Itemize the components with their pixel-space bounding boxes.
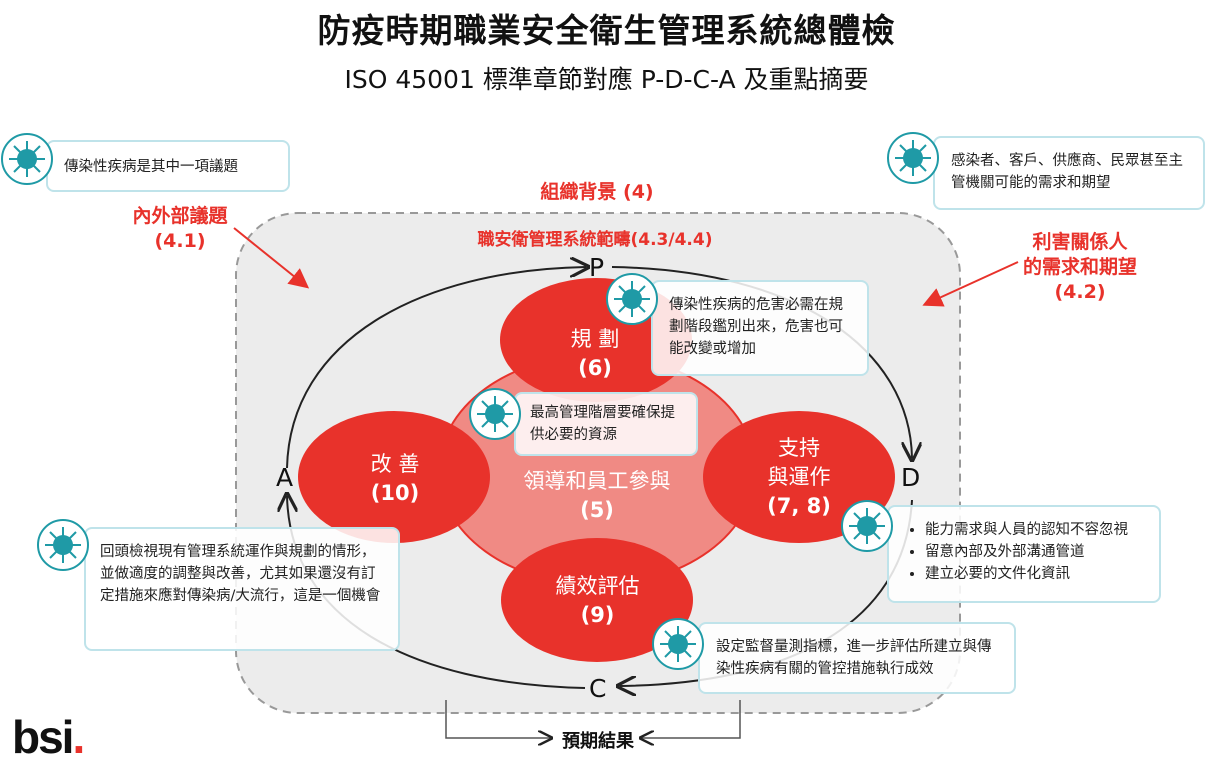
virus-icon [1,133,53,185]
note-planning-text: 傳染性疾病的危害必需在規劃階段鑑別出來，危害也可能改變或增加 [669,297,843,357]
leadership-num: (5) [580,498,614,522]
note-planning: 傳染性疾病的危害必需在規劃階段鑑別出來，危害也可能改變或增加 [651,280,869,376]
leadership-name: 領導和員工參與 [523,469,671,493]
stakeholder-label-line3: (4.2) [1054,281,1106,303]
pdca-p: P [589,253,605,282]
note-support: 能力需求與人員的認知不容忽視 留意內部及外部溝通管道 建立必要的文件化資訊 [887,505,1161,603]
planning-text: 規 劃 (6) [520,325,670,383]
virus-icon [469,388,521,440]
planning-name: 規 劃 [570,327,620,351]
support-num: (7, 8) [767,494,831,518]
logo-dot: . [72,711,85,763]
note-stakeholders-text: 感染者、客戶、供應商、民眾甚至主管機關可能的需求和期望 [951,153,1183,191]
evaluation-num: (9) [580,603,615,627]
note-improvement: 回頭檢視現有管理系統運作與規劃的情形，並做適度的調整與改善，尤其如果還沒有訂定措… [84,527,400,651]
improvement-text: 改 善 (10) [320,450,470,508]
virus-icon [887,132,939,184]
stakeholder-label: 利害關係人 的需求和期望 (4.2) [1000,230,1160,305]
note-evaluation: 設定監督量測指標，進一步評估所建立與傳染性疾病有關的管控措施執行成效 [698,622,1016,694]
evaluation-name: 績效評估 [555,574,640,598]
leadership-text: 領導和員工參與 (5) [497,467,697,525]
planning-num: (6) [578,356,612,380]
support-name2: 與運作 [767,465,831,489]
context-label: 組織背景 (4) [540,181,654,203]
note-support-item: 留意內部及外部溝通管道 [925,541,1149,563]
logo-text: bsi [12,711,74,763]
evaluation-text: 績效評估 (9) [520,572,675,630]
note-issues-text: 傳染性疾病是其中一項議題 [64,159,238,175]
virus-icon [841,500,893,552]
note-leadership: 最高管理階層要確保提供必要的資源 [514,392,698,456]
pdca-cycle-top-arc [286,267,586,469]
note-support-list: 能力需求與人員的認知不容忽視 留意內部及外部溝通管道 建立必要的文件化資訊 [905,519,1149,585]
improvement-oval [298,411,490,543]
note-issues: 傳染性疾病是其中一項議題 [46,140,290,192]
issues-label-line2: (4.1) [154,230,206,252]
scope-label: 職安衛管理系統範疇(4.3/4.4) [477,230,713,250]
support-text: 支持 與運作 (7, 8) [724,434,874,521]
expected-results-label: 預期結果 [562,731,634,752]
issues-label: 內外部議題 (4.1) [100,204,260,254]
stakeholder-label-line2: 的需求和期望 [1022,256,1137,278]
pdca-d: D [901,463,921,492]
note-evaluation-text: 設定監督量測指標，進一步評估所建立與傳染性疾病有關的管控措施執行成效 [716,639,992,677]
evaluation-oval [501,538,693,662]
expected-bracket-left [445,700,550,738]
support-name1: 支持 [778,436,820,460]
note-stakeholders: 感染者、客戶、供應商、民眾甚至主管機關可能的需求和期望 [933,136,1205,210]
improvement-name: 改 善 [370,452,420,476]
bsi-logo: bsi. [12,710,85,764]
pdca-a: A [276,463,294,492]
note-improvement-text: 回頭檢視現有管理系統運作與規劃的情形，並做適度的調整與改善，尤其如果還沒有訂定措… [100,544,381,604]
page-title: 防疫時期職業安全衛生管理系統總體檢 [317,11,896,50]
virus-icon [652,618,704,670]
pdca-c: C [589,674,607,703]
note-support-item: 建立必要的文件化資訊 [925,563,1149,585]
note-support-item: 能力需求與人員的認知不容忽視 [925,519,1149,541]
improvement-num: (10) [370,481,420,505]
note-leadership-text: 最高管理階層要確保提供必要的資源 [530,405,675,443]
expected-bracket-right [642,700,741,738]
virus-icon [606,273,658,325]
page-subtitle: ISO 45001 標準章節對應 P-D-C-A 及重點摘要 [344,65,869,94]
virus-icon [37,519,89,571]
stakeholder-label-line1: 利害關係人 [1032,231,1128,253]
issues-arrow [233,227,310,289]
stakeholder-arrow [922,261,1019,307]
issues-label-line1: 內外部議題 [132,205,228,227]
